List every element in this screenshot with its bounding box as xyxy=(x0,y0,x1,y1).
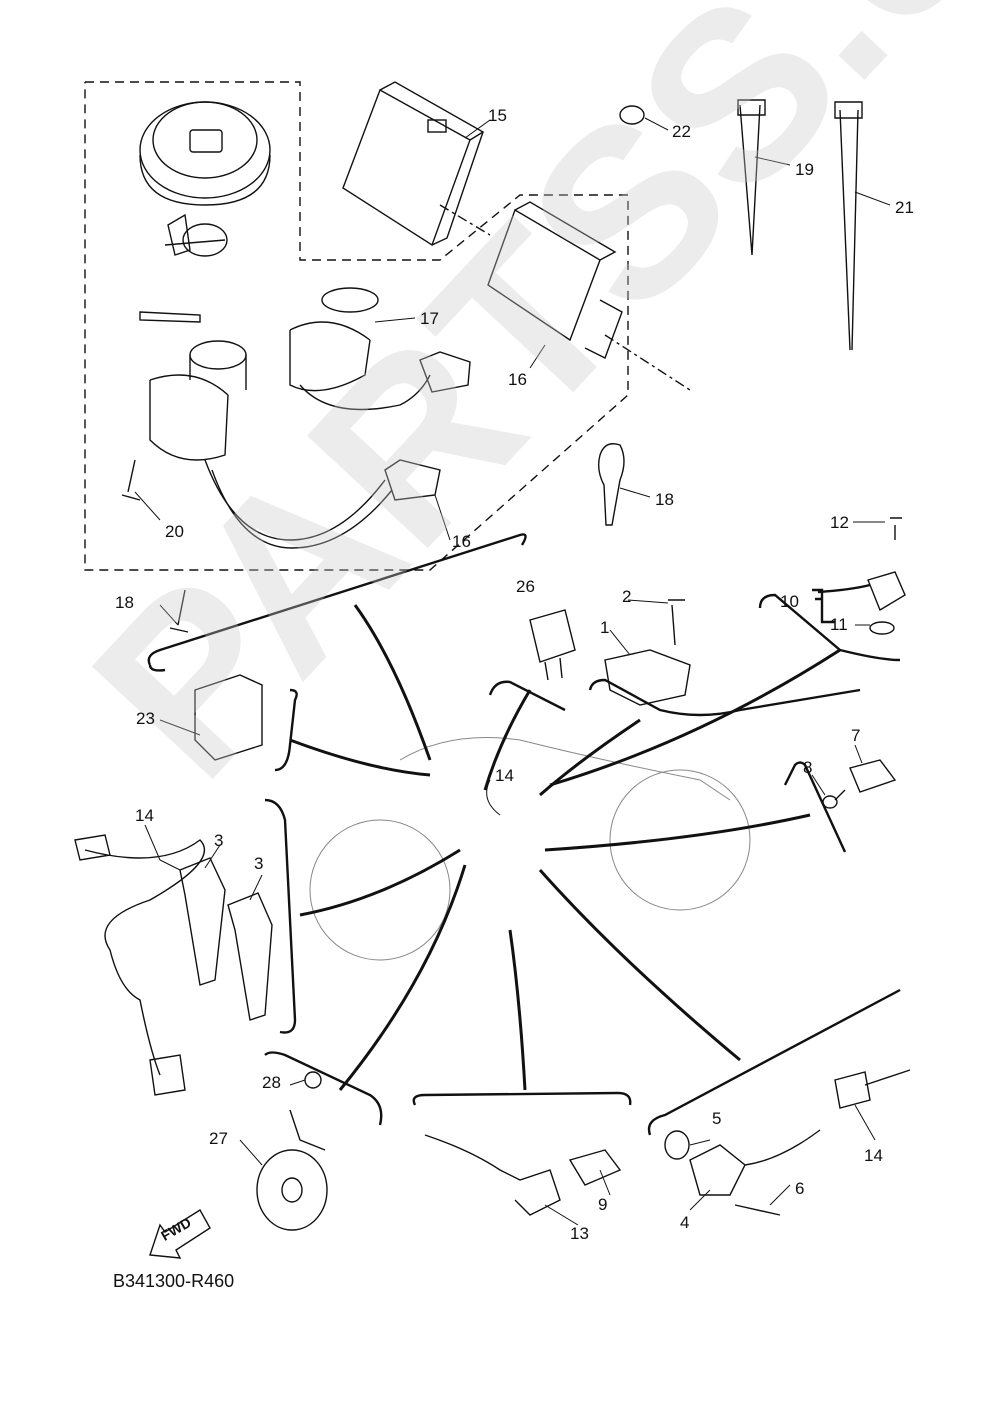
callout-15: 15 xyxy=(488,106,507,125)
connector-16 xyxy=(384,459,441,501)
callout-20: 18 xyxy=(655,490,674,509)
immobilizer-18 xyxy=(289,287,471,411)
bolt-13 xyxy=(890,517,902,540)
callout-18: 17 xyxy=(420,309,439,328)
ecu-17 xyxy=(487,201,623,359)
tie-22 xyxy=(737,99,766,256)
ecu-15 xyxy=(342,81,485,247)
callout-4: 4 xyxy=(680,1213,690,1232)
bracket-lines xyxy=(147,533,901,1136)
ignition-coils-3 xyxy=(179,857,273,1021)
callout-27: 27 xyxy=(209,1129,228,1148)
key-20 xyxy=(597,443,625,526)
callout-7: 7 xyxy=(851,726,861,745)
callout-17: 16 xyxy=(508,370,527,389)
callout-26: 26 xyxy=(516,577,535,596)
callout-23: 23 xyxy=(136,709,155,728)
fwd-arrow xyxy=(149,1209,211,1259)
harness-14 xyxy=(84,839,206,1076)
callout-14-left: 14 xyxy=(135,806,154,825)
sensor-7 xyxy=(834,759,897,801)
main-switch xyxy=(139,311,393,549)
callout-21: 18 xyxy=(115,593,134,612)
callout-5: 5 xyxy=(712,1109,722,1128)
callout-9: 9 xyxy=(598,1195,608,1214)
sensor-11 xyxy=(867,571,906,612)
bolt-2 xyxy=(668,599,685,646)
callout-28: 28 xyxy=(262,1073,281,1092)
fuel-cap xyxy=(139,101,271,206)
callout-6: 6 xyxy=(795,1179,805,1198)
callout-10: 13 xyxy=(570,1224,589,1243)
sensor-9 xyxy=(568,1149,622,1186)
callout-22: 19 xyxy=(795,160,814,179)
connector-14-right xyxy=(834,1069,911,1109)
clip-25 xyxy=(619,105,645,125)
callout-3-a: 3 xyxy=(214,831,224,850)
motorcycle-outline xyxy=(309,737,751,961)
sensor-1 xyxy=(604,649,691,706)
nut-28 xyxy=(304,1071,322,1089)
horn-27 xyxy=(256,1109,328,1231)
sensor-10 xyxy=(424,1134,561,1216)
callout-12: 11 xyxy=(830,615,848,634)
callout-13: 12 xyxy=(830,513,849,532)
callout-8: 8 xyxy=(803,758,813,777)
callout-leaders xyxy=(134,117,891,1226)
dashed-boundary-ignition-group xyxy=(84,81,629,571)
diagram-code: B341300-R460 xyxy=(113,1271,235,1291)
oring-5 xyxy=(664,1130,690,1160)
oring-12 xyxy=(869,621,895,635)
callout-11: 10 xyxy=(780,592,799,611)
sensor-4 xyxy=(689,1129,821,1196)
bolt-19 xyxy=(121,459,141,501)
callout-1: 1 xyxy=(600,618,610,637)
bolt-21 xyxy=(169,589,189,633)
callout-3-b: 3 xyxy=(254,854,264,873)
callout-14-right: 14 xyxy=(864,1146,883,1165)
callout-19: 20 xyxy=(165,522,184,541)
bracket-23 xyxy=(194,674,263,761)
bolt-6 xyxy=(734,1204,781,1216)
seat-lock xyxy=(164,213,228,257)
leader-lines xyxy=(289,604,841,1091)
tie-24 xyxy=(834,101,863,351)
callout-16: 16 xyxy=(452,532,471,551)
callout-24: 21 xyxy=(895,198,914,217)
relay-26 xyxy=(529,609,576,681)
callout-14-center: 14 xyxy=(495,766,514,785)
callout-2: 2 xyxy=(622,587,632,606)
callout-25: 22 xyxy=(672,122,691,141)
